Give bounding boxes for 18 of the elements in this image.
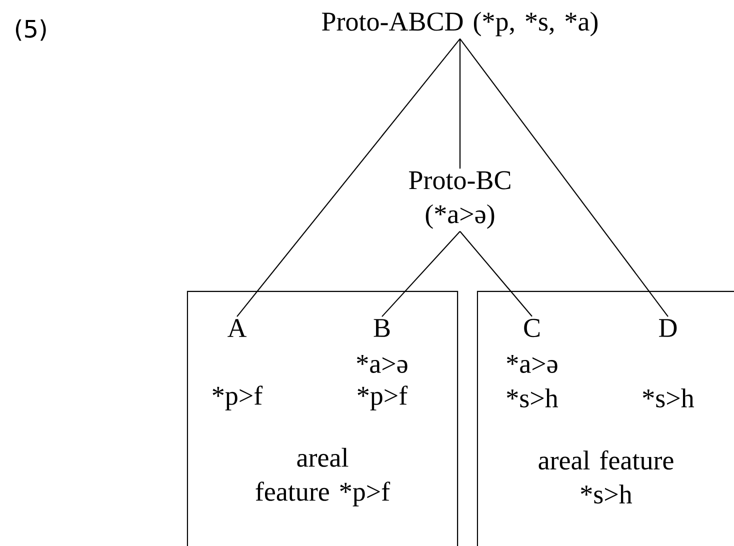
tree-branch [382,230,460,317]
tree-branch [236,38,460,317]
tree-branch [459,38,461,169]
tree-branch [460,38,668,317]
tree-branch [460,231,532,317]
sound-change: *s>h [642,388,694,408]
language-label: D [659,319,677,337]
sound-change: *s>h [506,388,558,408]
sound-change: *p>f [358,386,408,410]
language-label: A [228,319,247,337]
sound-change: *p>f [212,386,263,410]
language-label: C [524,318,540,338]
sound-change: *a>ə [506,355,558,373]
tree-node-label: Proto-ABCD (*p, *s, *a) [322,12,598,36]
sound-change: *a>ə [356,355,408,373]
language-label: B [374,319,390,337]
example-number: (5) [16,19,46,41]
tree-node-label: Proto-BC (*a>ə) [409,171,510,229]
